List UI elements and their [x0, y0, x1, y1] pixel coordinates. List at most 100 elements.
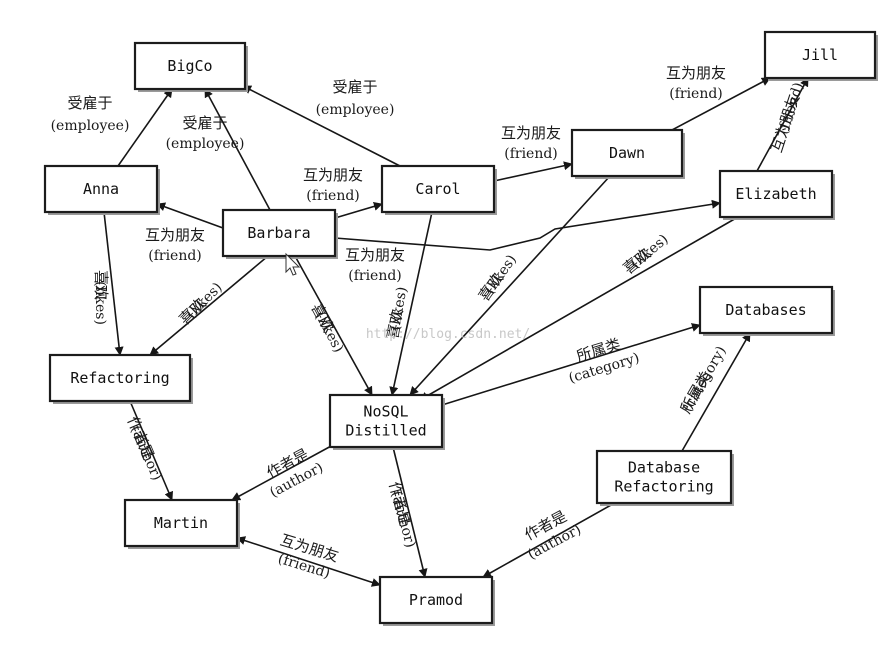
- node-martin: Martin: [123, 498, 240, 549]
- edge-label-relation: 受雇于: [332, 78, 377, 96]
- edge-label-15: 所属类(category): [567, 335, 642, 387]
- node-box: [133, 41, 247, 91]
- edge-barbara-carol: [334, 201, 383, 219]
- edge-label-17: 作者是(author): [124, 414, 165, 483]
- node-label: Pramod: [409, 591, 463, 609]
- edge-anna-bigco: [117, 88, 173, 167]
- edge-label-2: 受雇于 (employee): [316, 78, 395, 118]
- node-dawn: Dawn: [570, 128, 685, 179]
- edge-carol-bigco: [242, 85, 401, 167]
- edge-refactoring-martin: [129, 400, 173, 501]
- node-box: [328, 393, 444, 449]
- edge-label-relation: 互为朋友: [303, 166, 363, 184]
- node-label: Database: [628, 459, 700, 477]
- edge-label-relation-en: (employee): [51, 118, 130, 134]
- edge-label-relation-en: (category): [679, 344, 729, 415]
- edge-label-relation-en: (employee): [166, 136, 245, 152]
- edge-label-4: 互为朋友 (friend): [303, 166, 363, 204]
- edge-barbara-elizabeth: [334, 199, 721, 251]
- node-databases: Databases: [698, 285, 835, 336]
- edge-elizabeth-nosql: [419, 216, 739, 401]
- edge-label-10: 喜欢(likes): [175, 280, 225, 329]
- edge-label-relation-en: (author): [127, 423, 164, 483]
- node-box: [698, 285, 834, 335]
- node-label: Carol: [415, 180, 460, 198]
- edge-label-13: 喜欢(likes): [475, 252, 520, 305]
- node-anna: Anna: [43, 164, 160, 215]
- edge-label-relation-en: (employee): [316, 102, 395, 118]
- edge-label-8: 互为朋友(friend): [767, 81, 807, 155]
- edge-barbara-anna: [156, 202, 224, 229]
- edge-label-9: 喜欢(likes): [92, 270, 110, 325]
- edge-label-relation-en: (friend): [306, 188, 360, 204]
- edge-label-20: 作者是(author): [522, 507, 584, 563]
- edge-dbrefactoring-pramod: [482, 499, 621, 578]
- edge-label-5: 互为朋友 (friend): [345, 246, 405, 284]
- edge-label-relation: 互为朋友: [345, 246, 405, 264]
- edge-label-relation: 受雇于: [182, 114, 227, 132]
- edges-layer: [103, 77, 809, 587]
- edge-label-18: 作者是(author): [264, 445, 326, 501]
- edge-label-16: 所属类(category): [677, 344, 730, 417]
- edge-label-3: 互为朋友 (friend): [145, 226, 205, 264]
- edge-label-relation-en: (friend): [348, 268, 402, 284]
- node-label: BigCo: [167, 57, 212, 75]
- node-box: [378, 575, 494, 625]
- edge-label-1: 受雇于 (employee): [166, 114, 245, 152]
- node-refactoring: Refactoring: [48, 353, 193, 404]
- edge-label-relation: 互为朋友: [145, 226, 205, 244]
- edge-anna-refactoring: [103, 211, 124, 356]
- edge-label-12: 喜欢(likes): [384, 286, 411, 341]
- watermark-text: http://blog.csdn.net/: [366, 327, 530, 342]
- node-box: [380, 164, 496, 214]
- node-elizabeth: Elizabeth: [718, 169, 835, 220]
- node-label: Elizabeth: [735, 185, 816, 203]
- node-label: Martin: [154, 514, 208, 532]
- node-box: [43, 164, 159, 214]
- node-label: Refactoring: [614, 478, 713, 496]
- edge-elizabeth-jill: [756, 77, 809, 172]
- edge-label-7: 互为朋友 (friend): [666, 64, 726, 102]
- node-box: [123, 498, 239, 548]
- node-box: [718, 169, 834, 219]
- edge-dawn-jill: [671, 77, 771, 131]
- node-box: [570, 128, 684, 178]
- edge-label-relation: 互为朋友: [501, 124, 561, 142]
- node-label: Dawn: [609, 144, 645, 162]
- edge-label-6: 互为朋友(friend): [501, 124, 561, 162]
- edge-barbara-refactoring: [149, 255, 269, 356]
- edge-label-relation: 喜欢: [384, 308, 407, 341]
- edge-label-relation-en: (friend): [148, 248, 202, 264]
- edge-label-19: 作者是(author): [385, 480, 418, 550]
- edge-martin-pramod: [236, 536, 381, 587]
- edge-label-relation-en: (friend): [669, 86, 723, 102]
- node-label: Jill: [802, 46, 838, 64]
- node-jill: Jill: [763, 30, 878, 81]
- node-label: Distilled: [345, 422, 426, 440]
- edge-label-relation-en: (likes): [312, 309, 347, 355]
- node-box: [221, 208, 337, 258]
- edge-barbara-nosql: [294, 255, 373, 396]
- edge-barbara-bigco: [204, 88, 271, 211]
- edge-carol-nosql: [389, 211, 433, 396]
- edge-label-21: 互为朋友(friend): [276, 531, 341, 582]
- edge-label-0: 受雇于 (employee): [51, 94, 130, 134]
- edge-nosql-pramod: [392, 446, 428, 578]
- node-label: Anna: [83, 180, 119, 198]
- edge-label-relation: 受雇于: [67, 94, 112, 112]
- edge-label-relation: 互为朋友: [666, 64, 726, 82]
- node-label: Refactoring: [70, 369, 169, 387]
- node-carol: Carol: [380, 164, 497, 215]
- node-label: NoSQL: [363, 403, 408, 421]
- mouse-cursor-icon: [285, 252, 301, 276]
- node-label: Barbara: [247, 224, 310, 242]
- edge-dbrefactoring-databases: [681, 332, 751, 452]
- edge-label-relation: 喜欢: [92, 270, 110, 300]
- node-pramod: Pramod: [378, 575, 495, 626]
- node-box: [763, 30, 877, 80]
- edge-label-11: 喜欢(likes): [307, 300, 347, 355]
- edge-nosql-martin: [231, 444, 334, 501]
